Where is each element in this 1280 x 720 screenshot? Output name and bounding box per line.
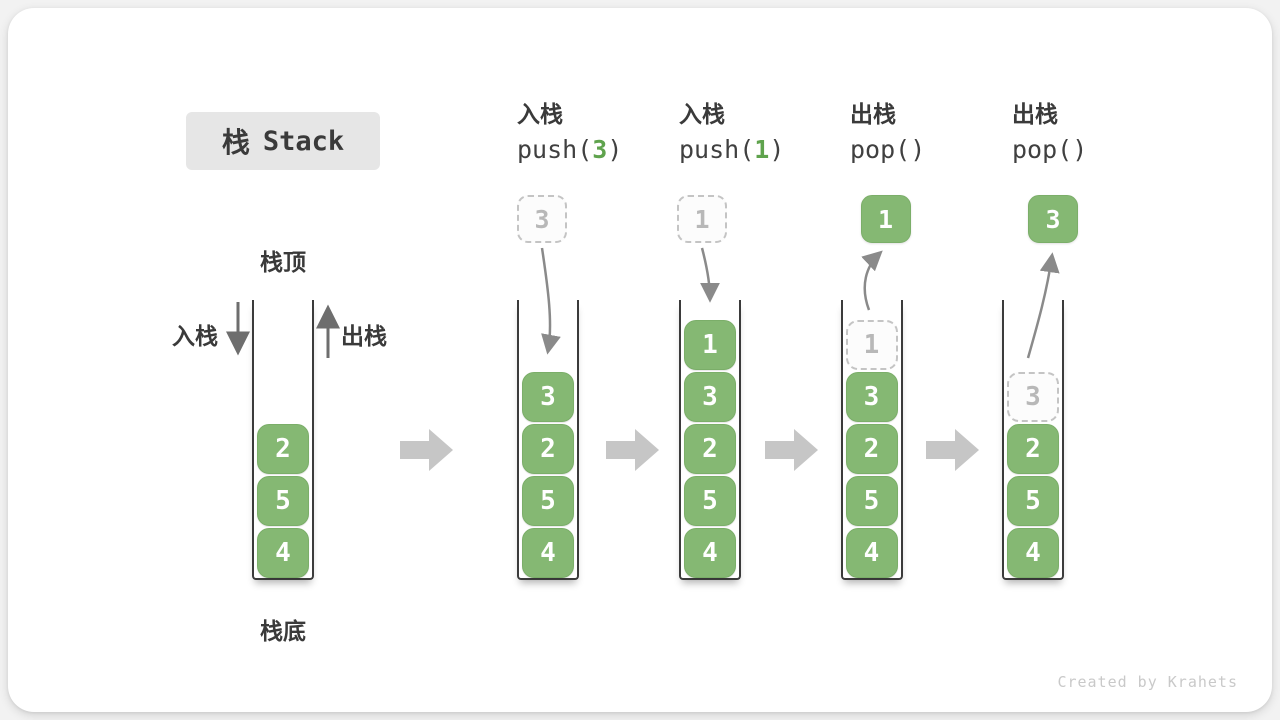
incoming-value-box: 3 [517,195,567,243]
operation-label-zh: 入栈 [517,101,563,127]
stack-cell: 5 [845,476,898,526]
operation-label-pop-3: 出栈 pop() [1012,101,1087,163]
stack-cell: 3 [845,372,898,422]
stack-cell: 4 [684,528,736,578]
operation-label-pop-1: 出栈 pop() [850,101,925,163]
stack-container-push-3 [517,300,579,580]
stack-cell: 4 [845,528,898,578]
stack-container-pop-1 [840,300,903,580]
stack-container-initial [252,300,314,580]
watermark: Created by Krahets [1057,673,1238,691]
stack-cell: 4 [522,528,574,578]
operation-code-part: pop() [850,135,926,164]
stack-cell: 4 [1007,528,1059,578]
stack-cell: 4 [257,528,309,578]
stack-cell: 5 [257,476,309,526]
stack-container-pop-3 [1002,300,1064,580]
push-direction-label: 入栈 [172,323,218,349]
stack-cell: 1 [684,320,736,370]
stack-top-label: 栈顶 [260,249,306,275]
popped-value-box: 1 [860,195,911,243]
popped-value-box: 3 [1028,195,1078,243]
stack-cell: 5 [1007,476,1059,526]
operation-label-zh: 出栈 [850,101,896,127]
operation-code-part: 3 [592,135,608,164]
diagram-title-en: Stack [262,125,345,157]
stack-cell: 3 [684,372,736,422]
stack-cell-ghost: 1 [845,320,898,370]
operation-label-push-3: 入栈 push(3) [517,101,622,163]
operation-code-part: pop() [1012,135,1088,164]
operation-label-push-1: 入栈 push(1) [679,101,784,163]
operation-code: push(1) [679,137,784,162]
stack-cell: 2 [684,424,736,474]
operation-code-part: push( [679,135,755,164]
operation-code: pop() [1012,137,1087,162]
stack-cell: 2 [1007,424,1059,474]
incoming-value-box: 1 [677,195,727,243]
stack-container-push-1 [679,300,741,580]
diagram-title-zh: 栈 [221,127,250,158]
operation-label-zh: 入栈 [679,101,725,127]
operation-code-part: ) [607,135,623,164]
stack-cell: 5 [684,476,736,526]
stack-cell: 2 [522,424,574,474]
stack-cell: 3 [522,372,574,422]
operation-label-zh: 出栈 [1012,101,1058,127]
stack-cell: 5 [522,476,574,526]
stack-cell-ghost: 3 [1007,372,1059,422]
pop-direction-label: 出栈 [341,323,387,349]
stack-bottom-label: 栈底 [260,618,306,644]
operation-code: push(3) [517,137,622,162]
operation-code-part: ) [769,135,785,164]
diagram-title-box: 栈 Stack [186,112,380,170]
operation-code-part: 1 [754,135,770,164]
operation-code: pop() [850,137,925,162]
stack-cell: 2 [845,424,898,474]
operation-code-part: push( [517,135,593,164]
stack-cell: 2 [257,424,309,474]
